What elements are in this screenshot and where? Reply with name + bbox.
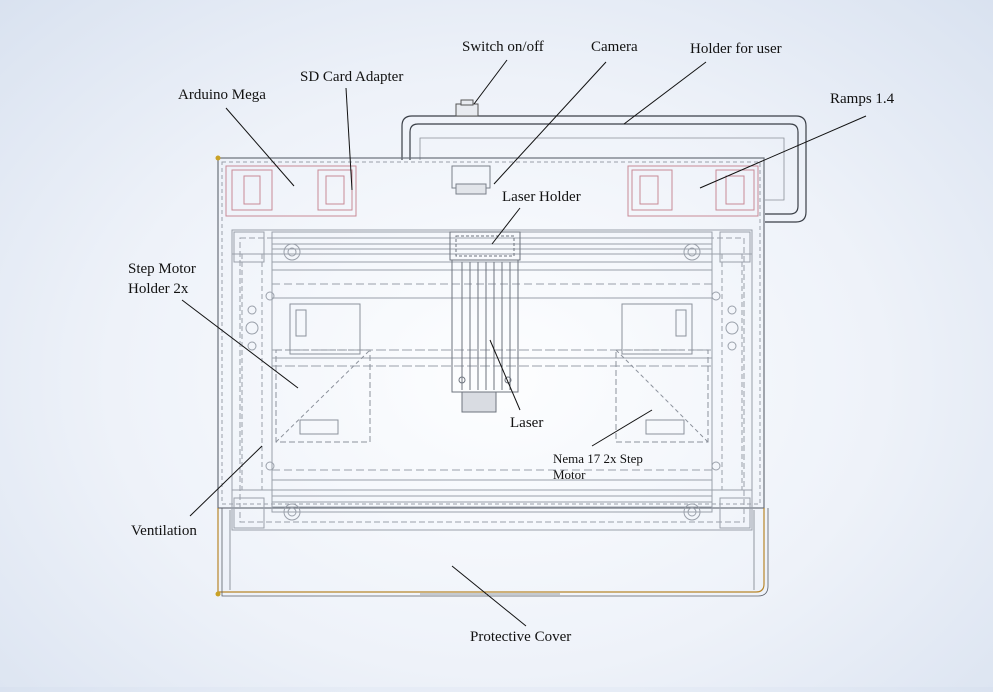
label-nema-17-1: Nema 17 2x Step: [553, 451, 643, 466]
label-switch: Switch on/off: [462, 39, 544, 55]
label-camera: Camera: [591, 39, 638, 55]
corner-marker: [215, 591, 221, 597]
label-nema-17-2: Motor: [553, 467, 586, 482]
camera-drawing: [451, 165, 491, 195]
corner-marker: [215, 155, 221, 161]
switch-drawing: [455, 99, 479, 117]
label-laser: Laser: [510, 415, 544, 431]
step-motor-holders: [275, 303, 709, 443]
label-sd-card-adapter: SD Card Adapter: [300, 69, 404, 85]
protective-cover-drawing: [217, 508, 769, 597]
electronics-boards: [225, 165, 759, 217]
label-protective-cover: Protective Cover: [470, 629, 572, 645]
label-step-motor-holder-2: Holder 2x: [128, 281, 189, 297]
leader-lines: [181, 59, 867, 627]
main-enclosure: [217, 157, 765, 531]
label-ramps: Ramps 1.4: [830, 91, 895, 107]
label-step-motor-holder-1: Step Motor: [128, 261, 196, 277]
label-arduino-mega: Arduino Mega: [178, 87, 266, 103]
user-holder-drawing: [401, 115, 807, 223]
label-laser-holder: Laser Holder: [502, 189, 581, 205]
label-holder-for-user: Holder for user: [690, 41, 782, 57]
label-ventilation: Ventilation: [131, 523, 197, 539]
